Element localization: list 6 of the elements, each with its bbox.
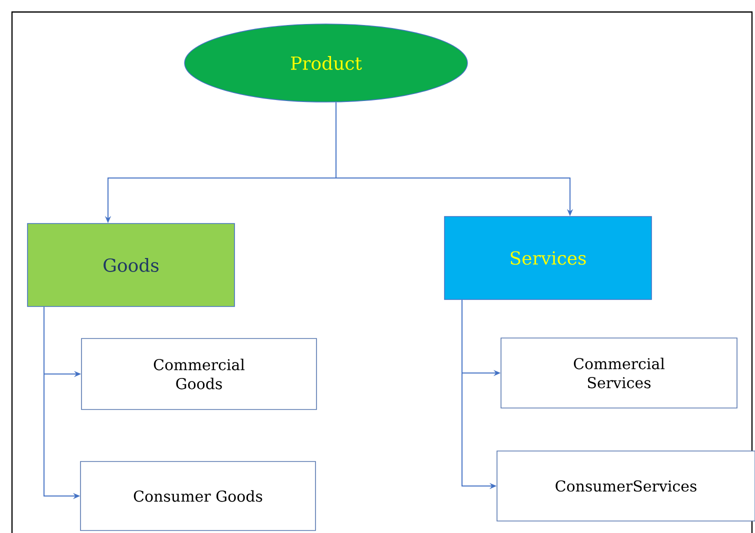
item-box: ConsumerServices: [496, 450, 755, 522]
item-box: Consumer Goods: [80, 461, 316, 531]
category-box: Services: [444, 216, 652, 300]
item-box: Commercial Goods: [81, 338, 317, 410]
category-box: Goods: [27, 223, 235, 307]
item-box: Commercial Services: [500, 338, 738, 408]
